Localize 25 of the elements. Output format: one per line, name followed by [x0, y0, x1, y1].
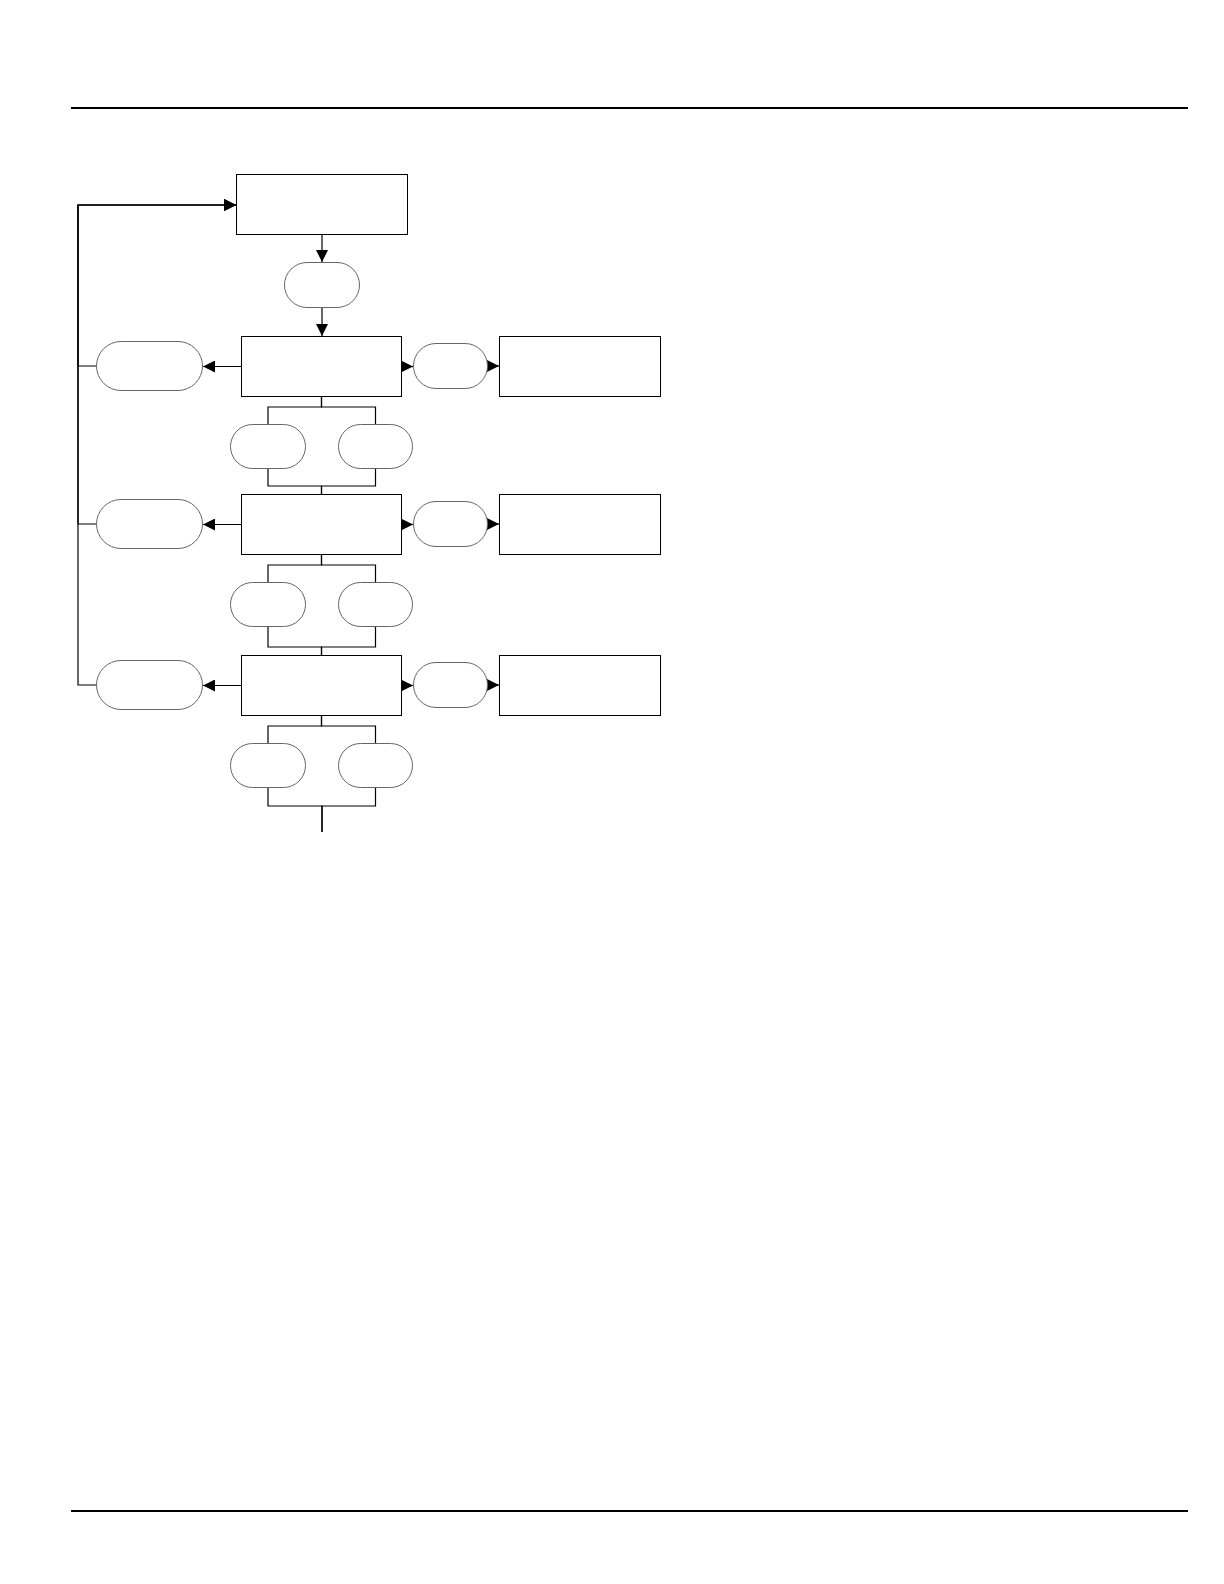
arrow: [202, 518, 242, 531]
arrow: [401, 518, 414, 531]
arrow: [401, 360, 414, 373]
connector-line: [320, 626, 377, 656]
process-box: [499, 336, 661, 397]
process-box: [241, 336, 402, 397]
process-box: [499, 494, 661, 555]
connector-line: [321, 787, 377, 833]
arrow: [77, 199, 237, 686]
process-box: [236, 174, 408, 235]
arrow: [202, 679, 242, 692]
arrow: [487, 518, 500, 530]
arrow: [401, 679, 414, 692]
arrow: [487, 679, 500, 691]
connector-line: [320, 554, 377, 583]
process-box: [499, 655, 661, 716]
arrow: [316, 307, 328, 337]
connector-line: [320, 468, 377, 495]
process-box: [241, 494, 402, 555]
arrow: [202, 360, 242, 373]
connector-line: [320, 396, 377, 425]
process-box: [241, 655, 402, 716]
arrow: [487, 360, 500, 372]
connector-line: [320, 715, 377, 744]
arrow: [316, 234, 328, 263]
